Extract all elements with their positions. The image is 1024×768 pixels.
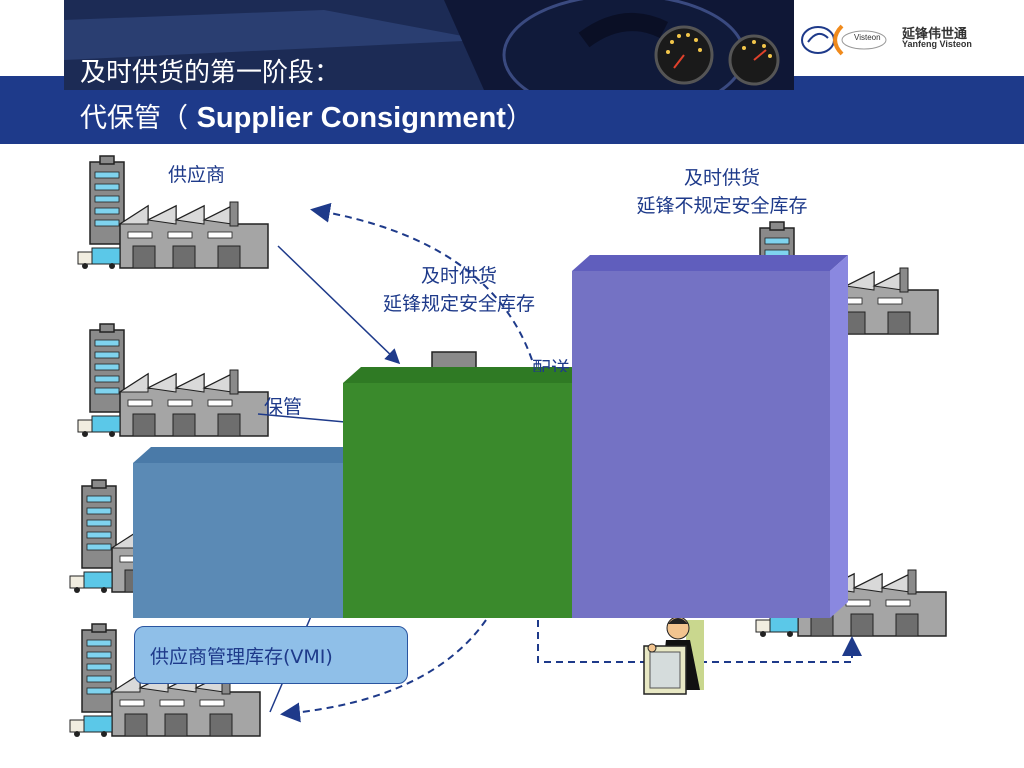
- header-car-photo: [64, 0, 794, 90]
- dashed-arrow-top: [310, 202, 533, 361]
- label-supplier: 供应商: [168, 164, 226, 186]
- label-jit-top: 及时供货 延锋不规定安全库存: [604, 164, 840, 220]
- logo-name-zh: 延锋伟世通: [902, 27, 968, 42]
- logo-brand-text: Visteon: [854, 33, 881, 42]
- bar-steel-blue: [133, 447, 361, 618]
- vmi-box: [134, 626, 408, 684]
- label-partial: 配送: [532, 358, 571, 372]
- visteon-logo-icon: [801, 24, 887, 56]
- label-jit-top-line2: 延锋不规定安全库存: [636, 195, 808, 217]
- page-title-line1: 及时供货的第一阶段：: [80, 58, 341, 88]
- title-zh-open: 代保管（: [80, 103, 197, 134]
- label-vmi: 供应商管理库存(VMI): [150, 646, 333, 668]
- logo-area: Visteon: [794, 0, 1024, 76]
- solid-arrow-supplier: [277, 245, 401, 365]
- title-zh-close: ）: [505, 103, 533, 134]
- bar-green: [343, 367, 590, 618]
- page-title-line2: 代保管（ Supplier Consignment）: [80, 96, 533, 135]
- bar-purple: [572, 255, 848, 618]
- label-jit-mid: 及时供货 延锋规定安全库存: [352, 262, 566, 318]
- title-en: Supplier Consignment: [196, 102, 506, 134]
- label-consignment-container: 保管: [252, 392, 342, 422]
- waiter-figure-icon: [643, 616, 704, 695]
- logo-name-en: Yanfeng Visteon: [902, 39, 972, 49]
- car-dashboard-image: [64, 0, 794, 90]
- label-consignment: 保管: [264, 396, 303, 418]
- label-jit-top-line1: 及时供货: [683, 167, 760, 189]
- dashed-arrow-bottom: [280, 619, 487, 723]
- label-partial-container: 配送: [528, 358, 572, 372]
- line-consignment: [257, 413, 346, 423]
- label-jit-mid-line2: 延锋规定安全库存: [382, 293, 535, 315]
- label-jit-mid-line1: 及时供货: [420, 265, 497, 287]
